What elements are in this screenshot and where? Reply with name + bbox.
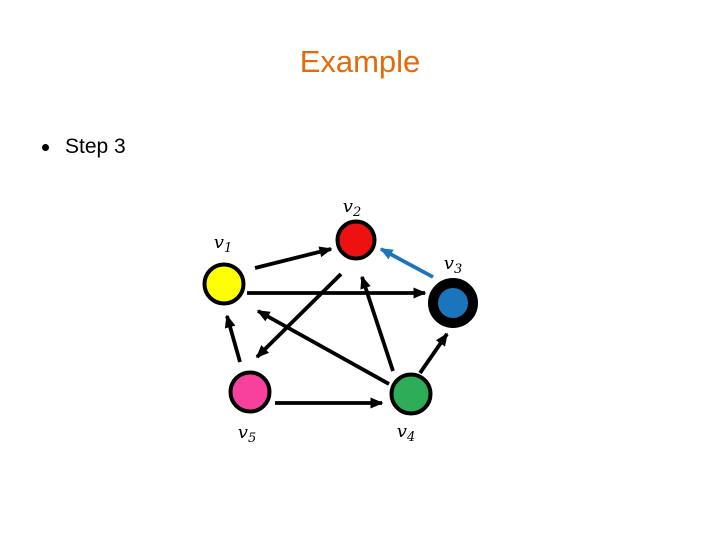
vertex-label-v5: v5 [238, 422, 256, 446]
vertex-v1 [202, 262, 246, 306]
edge-v1-v2 [254, 246, 333, 270]
edge-v5-v1 [224, 314, 242, 363]
bullet-icon [42, 143, 49, 151]
vertex-v4 [389, 372, 433, 416]
bullet-text: Step 3 [65, 135, 126, 158]
edge-v2-v5 [255, 272, 343, 359]
vertex-label-v2: v2 [343, 196, 361, 220]
slide-title: Example [299, 44, 421, 79]
edge-v4-v2 [360, 275, 395, 372]
edge-v4-v3 [418, 332, 449, 375]
vertex-v5 [228, 370, 272, 414]
vertex-label-v3: v3 [444, 253, 462, 277]
vertex-label-v4: v4 [397, 421, 415, 445]
vertex-v2 [335, 219, 377, 261]
vertex-label-v1: v1 [214, 232, 232, 256]
edge-v3-v2 [379, 247, 434, 279]
edge-v4-v1 [256, 309, 390, 386]
bullet-item: Step 3 [42, 135, 126, 159]
vertex-v3 [428, 278, 478, 328]
